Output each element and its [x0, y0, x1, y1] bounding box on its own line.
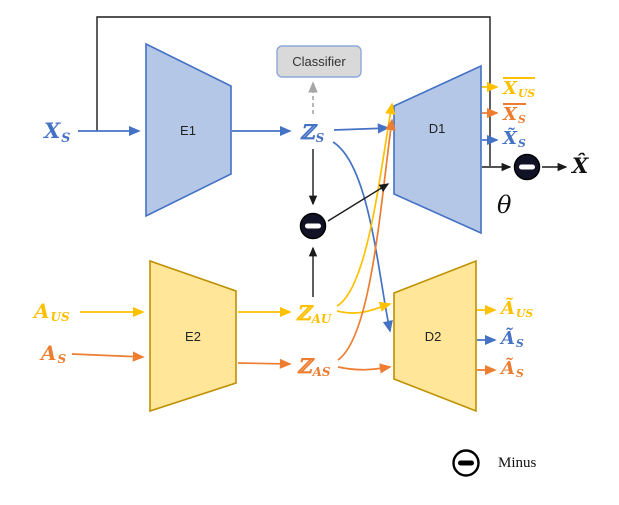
- legend-minus-label: Minus: [498, 455, 537, 471]
- label-x-hat: X̂: [572, 155, 588, 176]
- arrow-e2-to-zas: [237, 358, 292, 369]
- minus-node-latent: [299, 212, 327, 240]
- label-z-s-main: ℤ: [300, 120, 315, 144]
- arrow-zau-to-d2: [336, 301, 392, 314]
- label-atilde-s-blue-sub: S: [515, 337, 524, 351]
- label-a-us-sub: US: [50, 310, 70, 325]
- encoder-e2-label: E2: [185, 329, 201, 344]
- classifier-label: Classifier: [292, 54, 346, 69]
- arrow-zau-to-d1: [336, 102, 396, 307]
- label-x-hat-main: X̂: [572, 153, 589, 178]
- arrow-zas-to-d2: [337, 363, 392, 374]
- label-x-s-main: X: [44, 118, 61, 143]
- arrows-black: [308, 149, 568, 297]
- label-atilde-us-sub: US: [515, 307, 534, 321]
- label-xbar-s-main: X: [503, 104, 517, 125]
- label-atilde-s-orange: ÃS: [501, 360, 524, 380]
- decoder-d1-label: D1: [429, 121, 446, 136]
- arrows-yellow: [80, 81, 499, 318]
- label-atilde-s-orange-main: Ã: [501, 358, 515, 379]
- decoder-d2-label: D2: [425, 329, 442, 344]
- label-xbar-us-sub: US: [517, 87, 536, 101]
- label-z-as-sub: AS: [312, 365, 331, 380]
- encoder-e2-shape: [149, 259, 237, 413]
- label-xbar-s-sub: S: [517, 113, 526, 127]
- label-a-us: AUS: [34, 301, 70, 323]
- decoder-d2-shape: [393, 259, 477, 413]
- label-a-s-sub: S: [57, 352, 67, 367]
- encoder-e1-shape: [145, 42, 232, 218]
- label-z-as: ℤAS: [297, 356, 331, 378]
- label-x-s-sub: S: [61, 129, 71, 145]
- label-a-s-main: A: [41, 341, 57, 365]
- label-xbar-s-barred: XS: [503, 103, 526, 126]
- encoder-e1-label: E1: [180, 123, 196, 138]
- label-theta: θ: [497, 191, 512, 219]
- label-atilde-us-main: Ã: [501, 298, 515, 319]
- label-z-s-sub: S: [315, 131, 325, 146]
- arrows-orange: [71, 107, 499, 376]
- classifier-box: [276, 45, 362, 78]
- label-xtilde-s: X̃S: [503, 130, 526, 150]
- label-atilde-us: ÃUS: [501, 300, 533, 320]
- label-xbar-s: XS: [503, 103, 526, 126]
- label-atilde-s-blue-main: Ã: [501, 328, 515, 349]
- label-xtilde-s-sub: S: [517, 137, 526, 151]
- legend-minus-icon: [452, 449, 480, 477]
- label-z-au: ℤAU: [296, 303, 331, 325]
- label-atilde-s-blue: ÃS: [501, 330, 524, 350]
- arrow-minus-to-d1: [327, 183, 390, 222]
- label-atilde-s-orange-sub: S: [515, 367, 524, 381]
- label-a-s: AS: [41, 343, 66, 365]
- arrow-as-to-e2: [71, 351, 145, 362]
- decoder-d1-shape: [393, 64, 482, 235]
- label-xbar-us-barred: XUS: [503, 77, 536, 101]
- label-a-us-main: A: [34, 299, 50, 323]
- label-z-au-sub: AU: [311, 312, 332, 327]
- minus-node-output: [513, 153, 541, 181]
- label-z-s: ℤS: [300, 122, 324, 144]
- label-xbar-us-main: X: [503, 78, 517, 99]
- label-xtilde-s-main: X̃: [503, 128, 517, 149]
- label-x-s: XS: [44, 120, 70, 144]
- arrow-zas-to-d1: [337, 118, 396, 361]
- label-z-au-main: ℤ: [296, 301, 311, 325]
- label-xbar-us: XUS: [503, 77, 536, 101]
- arrow-zs-to-d1: [333, 123, 390, 134]
- label-z-as-main: ℤ: [297, 354, 312, 378]
